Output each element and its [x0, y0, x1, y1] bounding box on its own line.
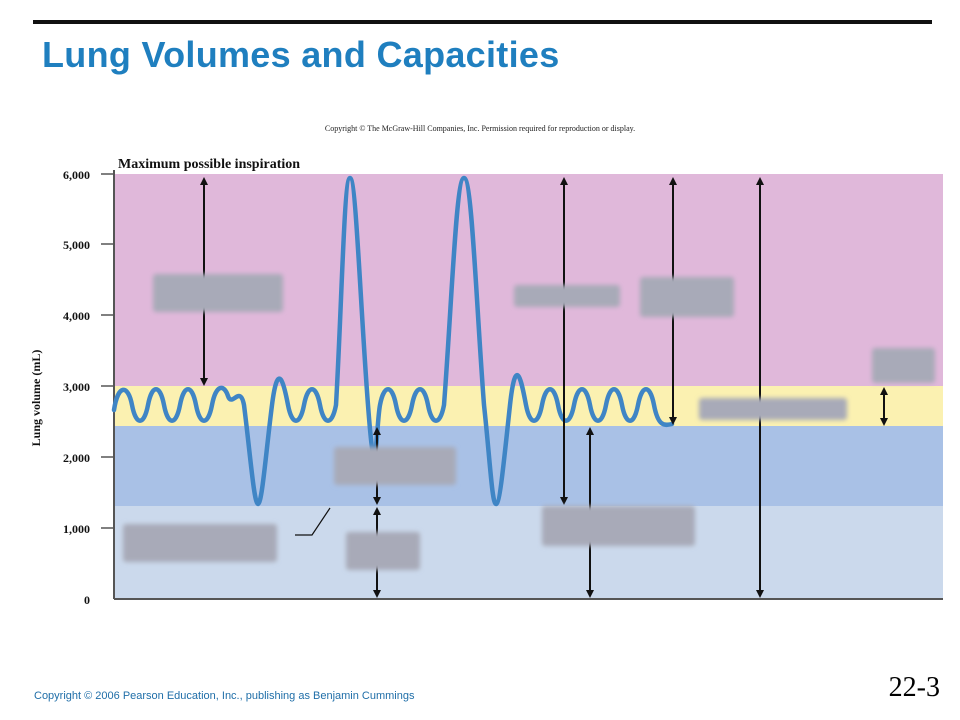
obscured-label-frc	[542, 506, 695, 546]
max-inspiration-label: Maximum possible inspiration	[118, 157, 300, 172]
y-axis-label: Lung volume (mL)	[29, 350, 43, 447]
obscured-label-ic	[640, 277, 734, 317]
y-tick-label: 3,000	[63, 380, 90, 394]
obscured-label-tlc	[699, 398, 847, 420]
y-tick-label: 1,000	[63, 522, 90, 536]
copyright-notice: Copyright © The McGraw-Hill Companies, I…	[324, 124, 636, 133]
leader-line	[295, 507, 331, 536]
obscured-label-rv	[346, 532, 420, 570]
slide-title: Lung Volumes and Capacities	[42, 34, 560, 75]
y-ticks	[101, 173, 114, 529]
obscured-label-irv	[153, 274, 283, 312]
y-tick-labels: 6,000 5,000 4,000 3,000 2,000 1,000 0	[63, 168, 90, 607]
top-rule	[33, 20, 932, 24]
y-tick-label: 4,000	[63, 309, 90, 323]
y-tick-label: 2,000	[63, 451, 90, 465]
obscured-label-tv	[872, 348, 935, 383]
obscured-label-vc	[514, 285, 620, 307]
y-tick-label: 0	[84, 593, 90, 607]
expiratory-reserve-band	[114, 426, 943, 506]
obscured-label-erv	[334, 447, 456, 485]
y-tick-label: 5,000	[63, 238, 90, 252]
obscured-label-rv-left	[123, 524, 277, 562]
obscured-labels	[123, 274, 935, 570]
footer-copyright: Copyright © 2006 Pearson Education, Inc.…	[34, 690, 415, 702]
slide-number: 22-3	[888, 672, 940, 703]
y-tick-label: 6,000	[63, 168, 90, 182]
